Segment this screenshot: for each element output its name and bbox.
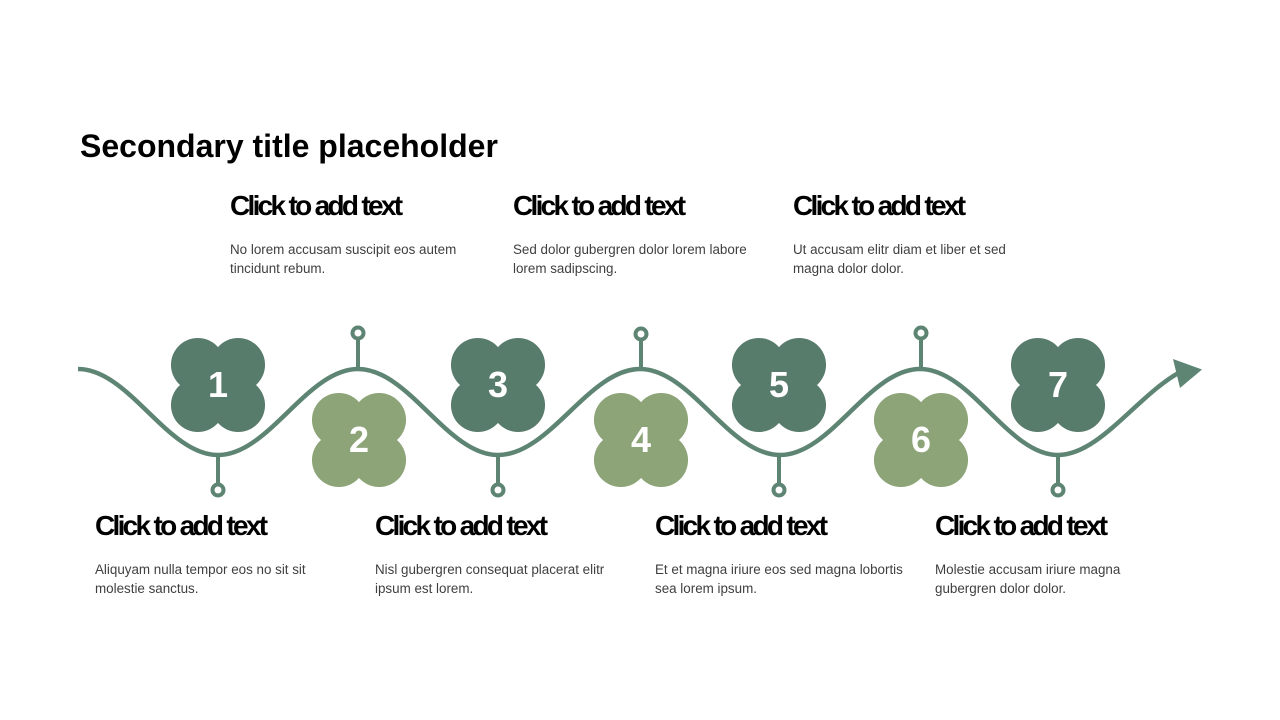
clover-icon xyxy=(731,337,827,433)
connector-ring xyxy=(771,482,787,498)
milestone-number: 5 xyxy=(768,364,790,405)
milestone-number: 4 xyxy=(630,419,652,460)
top-text-block-1[interactable]: Click to add text No lorem accusam susci… xyxy=(230,192,480,278)
clover-icon xyxy=(450,337,546,433)
top-text-block-2[interactable]: Click to add text Sed dolor gubergren do… xyxy=(513,192,763,278)
arrow-icon xyxy=(1173,359,1202,388)
milestone-shape-7[interactable]: 7 xyxy=(1010,337,1106,433)
text-block-body: Aliquyam nulla tempor eos no sit sit mol… xyxy=(95,562,306,596)
bottom-text-block-4[interactable]: Click to add text Molestie accusam iriur… xyxy=(935,512,1170,598)
text-block-heading: Click to add text xyxy=(935,510,1108,541)
text-block-heading: Click to add text xyxy=(230,190,403,221)
text-block-heading: Click to add text xyxy=(95,510,268,541)
clover-icon xyxy=(1010,337,1106,433)
milestone-number: 7 xyxy=(1047,364,1069,405)
milestone-shape-1[interactable]: 1 xyxy=(170,337,266,433)
text-block-body: Ut accusam elitr diam et liber et sed ma… xyxy=(793,242,1006,276)
milestone-number: 6 xyxy=(910,419,932,460)
milestone-number: 2 xyxy=(348,419,370,460)
text-block-heading: Click to add text xyxy=(513,190,686,221)
milestone-shape-6[interactable]: 6 xyxy=(873,392,969,488)
text-block-body: Molestie accusam iriure magna gubergren … xyxy=(935,562,1121,596)
top-text-block-3[interactable]: Click to add text Ut accusam elitr diam … xyxy=(793,192,1043,278)
milestone-number: 1 xyxy=(207,364,229,405)
wave-line xyxy=(77,366,1184,458)
connector-ring xyxy=(210,482,226,498)
milestone-shape-5[interactable]: 5 xyxy=(731,337,827,433)
milestone-shape-3[interactable]: 3 xyxy=(450,337,546,433)
milestone-shape-2[interactable]: 2 xyxy=(311,392,407,488)
text-block-body: Nisl gubergren consequat placerat elitr … xyxy=(375,562,605,596)
text-block-heading: Click to add text xyxy=(793,190,966,221)
text-block-body: Sed dolor gubergren dolor lorem labore l… xyxy=(513,242,747,276)
milestone-shape-4[interactable]: 4 xyxy=(593,392,689,488)
slide-title[interactable]: Secondary title placeholder xyxy=(80,128,498,164)
text-block-heading: Click to add text xyxy=(655,510,828,541)
text-block-body: Et et magna iriure eos sed magna loborti… xyxy=(655,562,903,596)
text-block-heading: Click to add text xyxy=(375,510,548,541)
bottom-text-block-2[interactable]: Click to add text Nisl gubergren consequ… xyxy=(375,512,625,598)
clover-icon xyxy=(593,392,689,488)
connector-ring xyxy=(913,325,929,341)
connector-ring xyxy=(633,326,649,342)
clover-icon xyxy=(311,392,407,488)
connector-ring xyxy=(1050,482,1066,498)
text-block-body: No lorem accusam suscipit eos autem tinc… xyxy=(230,242,457,276)
connector-ring xyxy=(490,482,506,498)
clover-icon xyxy=(873,392,969,488)
bottom-text-block-3[interactable]: Click to add text Et et magna iriure eos… xyxy=(655,512,913,598)
connector-ring xyxy=(350,325,366,341)
bottom-text-block-1[interactable]: Click to add text Aliquyam nulla tempor … xyxy=(95,512,345,598)
milestone-number: 3 xyxy=(487,364,509,405)
clover-icon xyxy=(170,337,266,433)
